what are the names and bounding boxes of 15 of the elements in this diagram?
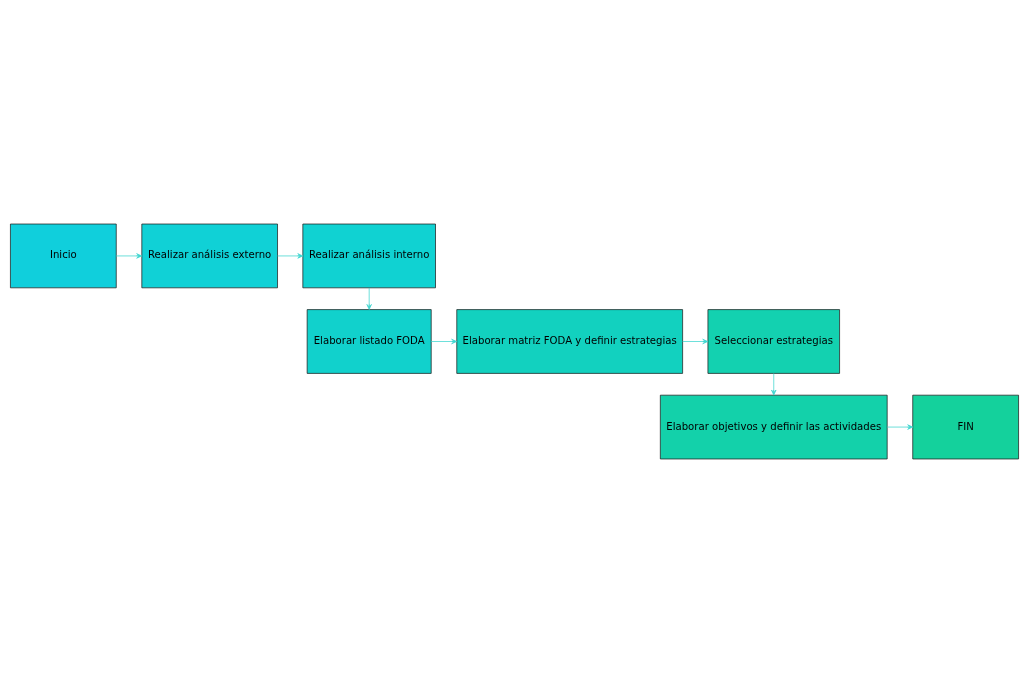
node-box: Elaborar objetivos y definir las actividades (659, 394, 888, 459)
arrow (277, 252, 304, 259)
arrow (682, 338, 709, 344)
node-box: Realizar análisis externo (141, 223, 278, 288)
arrow (366, 287, 372, 310)
node-box: Seleccionar estrategias (707, 308, 840, 374)
node-box: Realizar análisis interno (302, 223, 436, 288)
arrow (430, 338, 458, 344)
arrow (771, 372, 777, 395)
node-box: Inicio (10, 223, 117, 288)
node-box: Elaborar matriz FODA y definir estrategias (456, 308, 683, 374)
node-box: Elaborar listado FODA (306, 308, 432, 374)
node-box: FIN (912, 394, 1019, 459)
arrow (116, 252, 143, 259)
arrow (886, 423, 914, 430)
